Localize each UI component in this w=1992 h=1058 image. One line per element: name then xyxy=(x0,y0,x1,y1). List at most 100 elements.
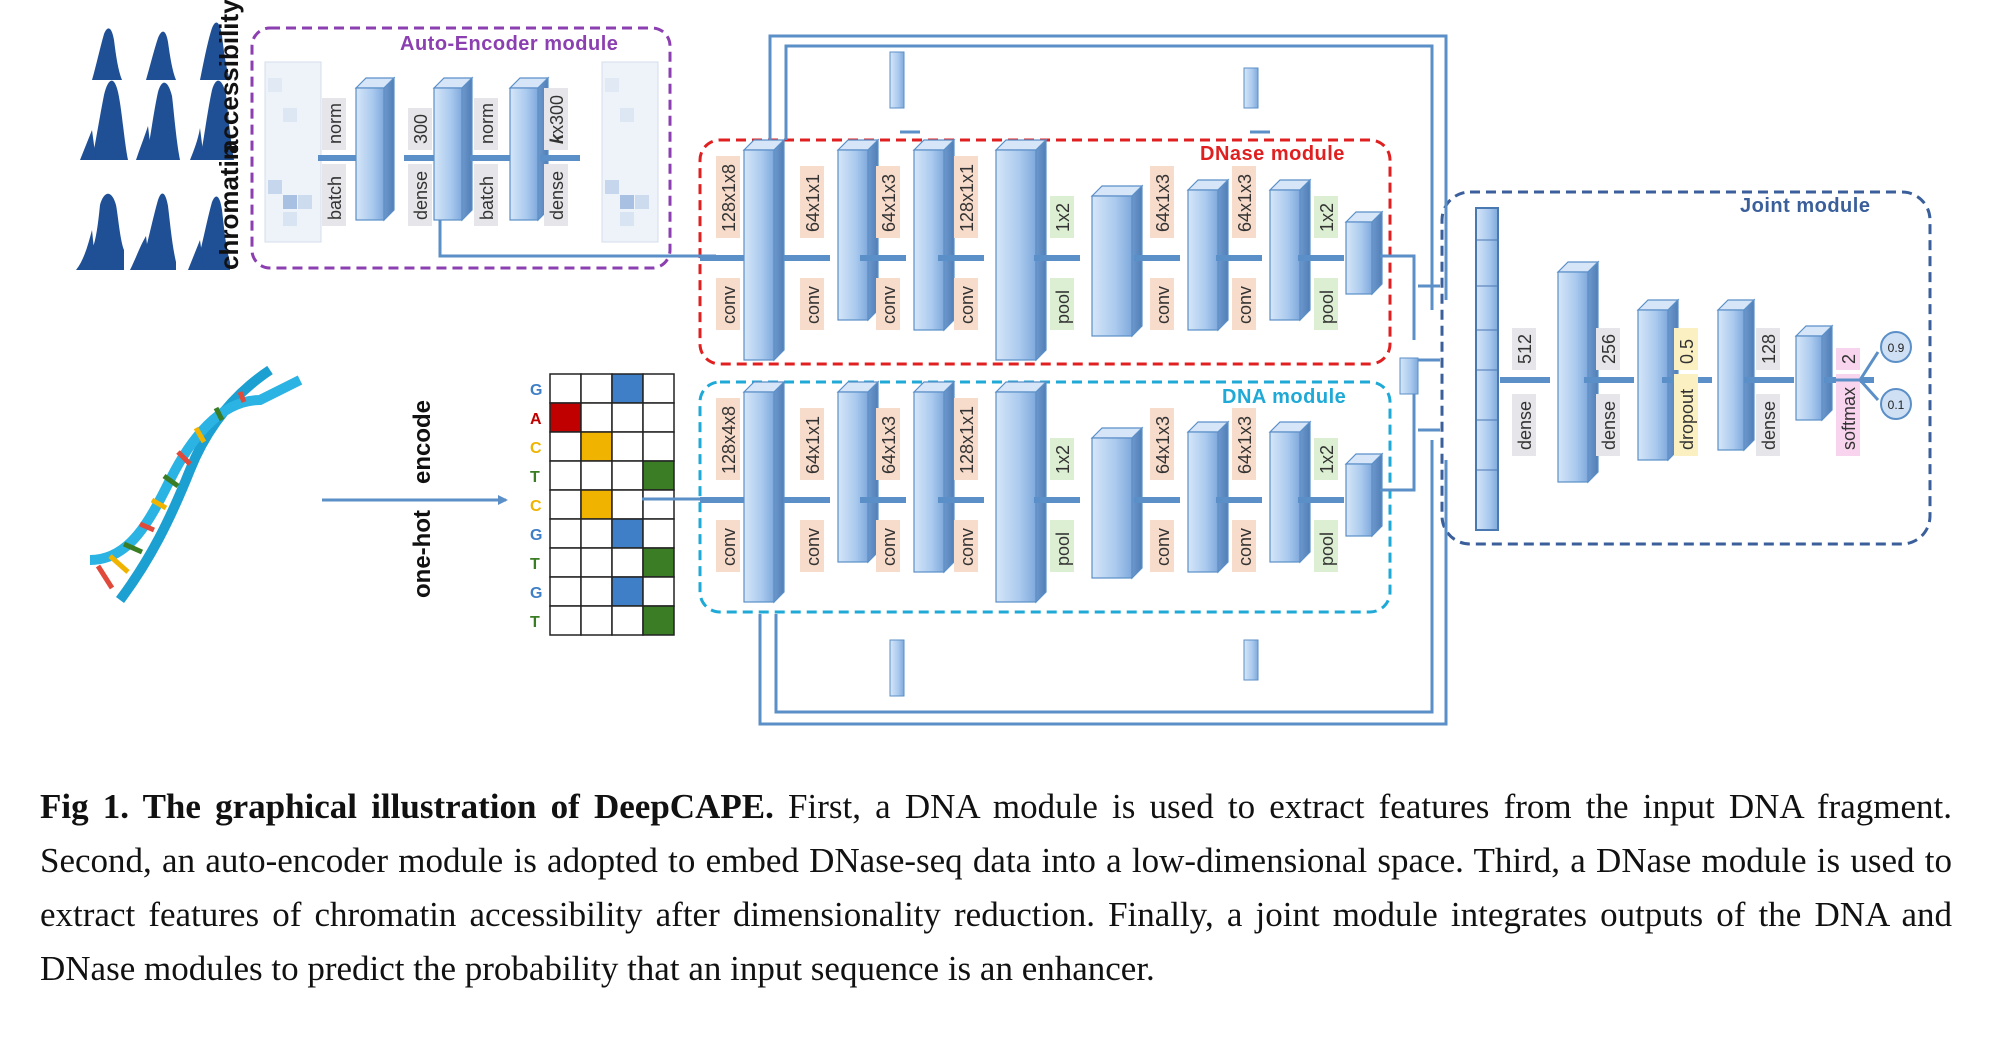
autoencoder-output-matrix xyxy=(601,61,659,243)
joint-layer-top: 256 xyxy=(1599,334,1619,364)
autoencoder-layer-bottom-bg xyxy=(474,164,498,226)
autoencoder-layer-top: kx300 xyxy=(547,95,567,144)
autoencoder-layer-bottom: dense xyxy=(411,171,431,220)
nucleotide-letter: G xyxy=(530,527,542,544)
dnase-block-side xyxy=(1299,178,1311,322)
dnase-block-side xyxy=(1035,138,1047,362)
autoencoder-layer-top: norm xyxy=(325,103,345,144)
dnase-layer-top-bg xyxy=(1314,196,1338,238)
autoencoder-layer-top: 300 xyxy=(411,114,431,144)
dnase-layer-bottom: conv xyxy=(1235,286,1255,324)
dnase-layer-bottom-bg xyxy=(876,278,900,330)
joint-layer-top-bg xyxy=(1596,328,1620,370)
one-hot-cell xyxy=(580,489,613,520)
dnase-block xyxy=(1269,189,1301,321)
dna-layer-top-bg xyxy=(1232,408,1256,480)
nucleotide-letter: C xyxy=(530,498,542,515)
accessibility-label: accessibility xyxy=(214,0,244,154)
dna-layer-bottom: pool xyxy=(1053,532,1073,566)
dna-layer-top-bg xyxy=(716,398,740,480)
joint-layer-top-bg xyxy=(1756,328,1780,370)
dna-block-side xyxy=(943,380,955,574)
dnase-block xyxy=(913,149,945,331)
caption-title: Fig 1. The graphical illustration of Dee… xyxy=(40,787,774,826)
dnase-layer-bottom-bg xyxy=(1050,278,1074,330)
one-hot-cell xyxy=(642,489,675,520)
one-hot-cell xyxy=(642,373,675,404)
nucleotide-letter: T xyxy=(530,614,540,631)
dna-layer-top-bg xyxy=(876,408,900,480)
one-hot-cell xyxy=(580,373,613,404)
joint-layer-bottom: dropout xyxy=(1677,389,1697,450)
dnase-layer-bottom: conv xyxy=(879,286,899,324)
one-hot-cell xyxy=(549,576,582,607)
one-hot-cell xyxy=(549,489,582,520)
one-hot-cell xyxy=(611,489,644,520)
autoencoder-k: k xyxy=(547,133,567,144)
dnase-layer-top: 1x2 xyxy=(1317,203,1337,232)
joint-layer-bottom-bg xyxy=(1836,374,1860,456)
accessibility-tracks-image xyxy=(76,22,234,270)
one-hot-cell xyxy=(580,402,613,433)
one-hot-cell xyxy=(642,460,675,491)
deepcape-figure: chromatin accessibility Auto-Encoder mod… xyxy=(76,0,1932,726)
one-hot-cell xyxy=(549,373,582,404)
one-hot-cell xyxy=(611,576,644,607)
autoencoder-output-connector xyxy=(438,220,672,258)
dna-block xyxy=(1187,431,1219,573)
joint-block-side xyxy=(1743,298,1755,452)
dnase-layer-top-bg xyxy=(716,156,740,238)
dna-layer-bottom-bg xyxy=(1232,520,1256,572)
dna-block xyxy=(743,391,775,603)
caption-body: First, a DNA module is used to extract f… xyxy=(40,787,1952,988)
dna-layer-top: 64x1x1 xyxy=(803,416,823,474)
output-value-1: 0.9 xyxy=(1888,341,1905,355)
nucleotide-letter: C xyxy=(530,440,542,457)
dnase-layer-top: 64x1x1 xyxy=(803,174,823,232)
dnase-layer-top-bg xyxy=(876,166,900,238)
dnase-layer: 64x1x3 conv xyxy=(1134,166,1230,332)
autoencoder-block xyxy=(509,87,539,221)
dnase-block xyxy=(1187,189,1219,331)
dnase-layer-top-bg xyxy=(1232,166,1256,238)
joint-block-side xyxy=(1821,324,1833,422)
autoencoder-block-side xyxy=(383,76,395,222)
dna-layer-bottom-bg xyxy=(1314,520,1338,572)
dnase-layer-top: 64x1x3 xyxy=(1153,174,1173,232)
dna-layer-top: 64x1x3 xyxy=(1153,416,1173,474)
output-node-2 xyxy=(1880,388,1912,420)
autoencoder-layer-top-bg xyxy=(322,98,346,150)
dna-layer-top: 1x2 xyxy=(1317,445,1337,474)
joint-layer-top: 2 xyxy=(1839,354,1859,364)
dna-layer-bottom-bg xyxy=(800,520,824,572)
one-hot-cell xyxy=(580,605,613,636)
autoencoder-layer-bottom: batch xyxy=(477,176,497,220)
dnase-layer-bottom: conv xyxy=(1153,286,1173,324)
joint-layer-top-bg xyxy=(1836,348,1860,370)
joint-block-side xyxy=(1587,260,1599,484)
joint-module-box xyxy=(1440,190,1932,546)
dnase-layer-bottom-bg xyxy=(716,278,740,330)
one-hot-cell xyxy=(549,518,582,549)
dnase-layer-top-bg xyxy=(1050,196,1074,238)
autoencoder-x300: x300 xyxy=(547,95,567,134)
autoencoder-block xyxy=(355,87,385,221)
joint-block xyxy=(1557,271,1589,483)
one-hot-label: one-hot xyxy=(409,510,436,598)
autoencoder-module-title: Auto-Encoder module xyxy=(400,33,618,55)
dna-block xyxy=(837,391,869,563)
dnase-block xyxy=(837,149,869,321)
one-hot-cell xyxy=(611,373,644,404)
one-hot-cell xyxy=(642,518,675,549)
output-probabilities: 0.9 0.1 xyxy=(1836,331,1912,420)
